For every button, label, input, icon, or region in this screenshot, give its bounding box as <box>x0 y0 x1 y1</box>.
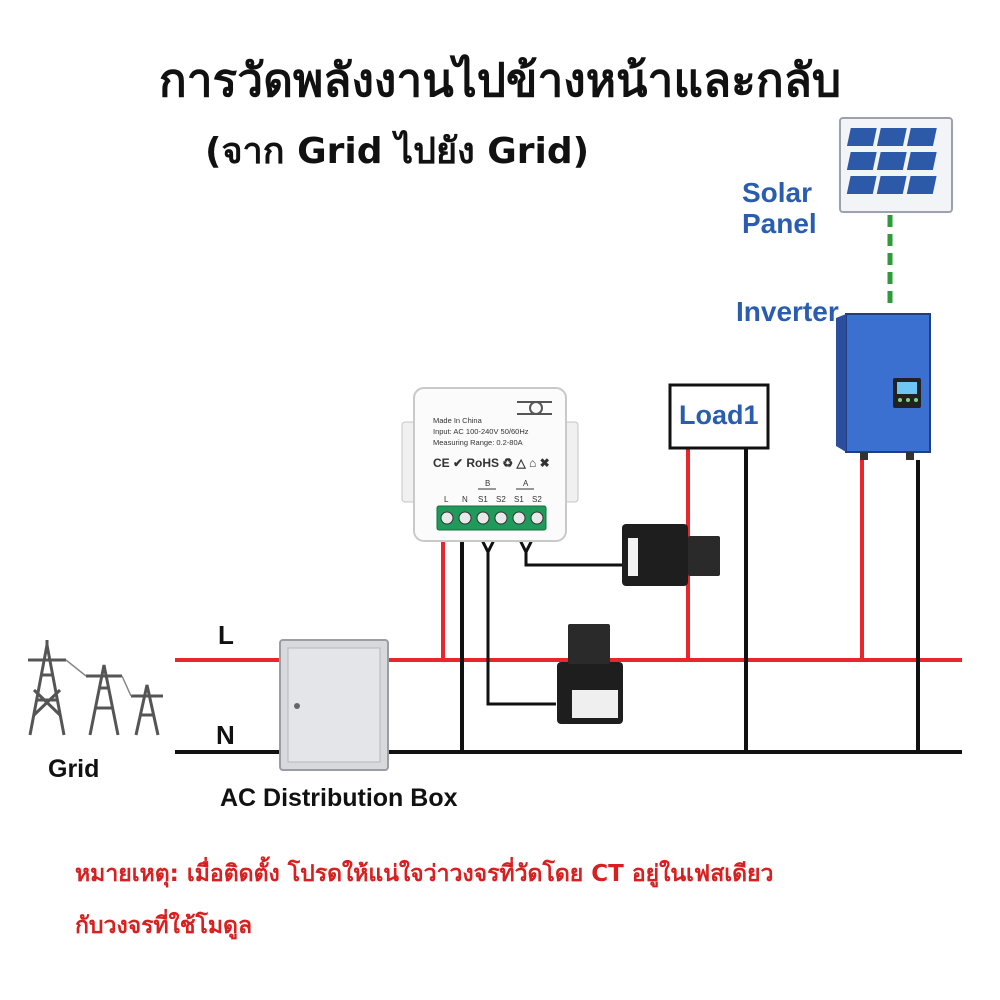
distribution-box-icon <box>279 639 389 771</box>
module-range: Measuring Range: 0.2-80A <box>433 438 523 447</box>
solar-panel-label: Solar Panel <box>742 177 817 239</box>
solar-panel-icon <box>839 117 953 213</box>
installation-note: หมายเหตุ: เมื่อติดตั้ง โปรดให้แน่ใจว่าวง… <box>75 848 985 952</box>
ct-clamp-b <box>557 624 623 724</box>
note-line2: กับวงจรที่ใช้โมดูล <box>75 913 253 939</box>
distribution-box-label: AC Distribution Box <box>220 784 458 812</box>
module-group-b: B <box>485 479 490 488</box>
neutral-line-label: N <box>216 720 235 750</box>
terminal-b-s2: S2 <box>496 495 506 504</box>
module-group-a: A <box>523 479 529 488</box>
live-line-label: L <box>218 620 234 650</box>
solar-panel-label-line2: Panel <box>742 208 817 239</box>
terminal-a-s2: S2 <box>532 495 542 504</box>
note-line1: หมายเหตุ: เมื่อติดตั้ง โปรดให้แน่ใจว่าวง… <box>75 861 774 887</box>
load-box <box>668 383 770 450</box>
solar-panel-label-line1: Solar <box>742 177 813 208</box>
terminal-l: L <box>444 495 449 504</box>
module-made-in: Made In China <box>433 416 483 425</box>
ct-clamp-a <box>622 524 720 586</box>
module-cert-marks: CE ✔ RoHS ♻ △ ⌂ ✖ <box>433 456 550 470</box>
page-subtitle: (จาก Grid ไปยัง Grid) <box>205 131 590 172</box>
inverter-icon <box>836 313 931 460</box>
ct-a-lead <box>524 552 624 567</box>
module-input: Input: AC 100-240V 50/60Hz <box>433 427 529 436</box>
page-title: การวัดพลังงานไปข้างหน้าและกลับ <box>158 53 842 107</box>
grid-tower-icon <box>28 640 163 736</box>
energy-meter-module <box>401 387 579 542</box>
load-label: Load1 <box>679 400 759 430</box>
grid-label: Grid <box>48 755 100 783</box>
ct-b-lead <box>486 552 556 706</box>
terminal-a-s1: S1 <box>514 495 524 504</box>
terminal-n: N <box>462 495 468 504</box>
inverter-label: Inverter <box>736 296 839 327</box>
terminal-b-s1: S1 <box>478 495 488 504</box>
